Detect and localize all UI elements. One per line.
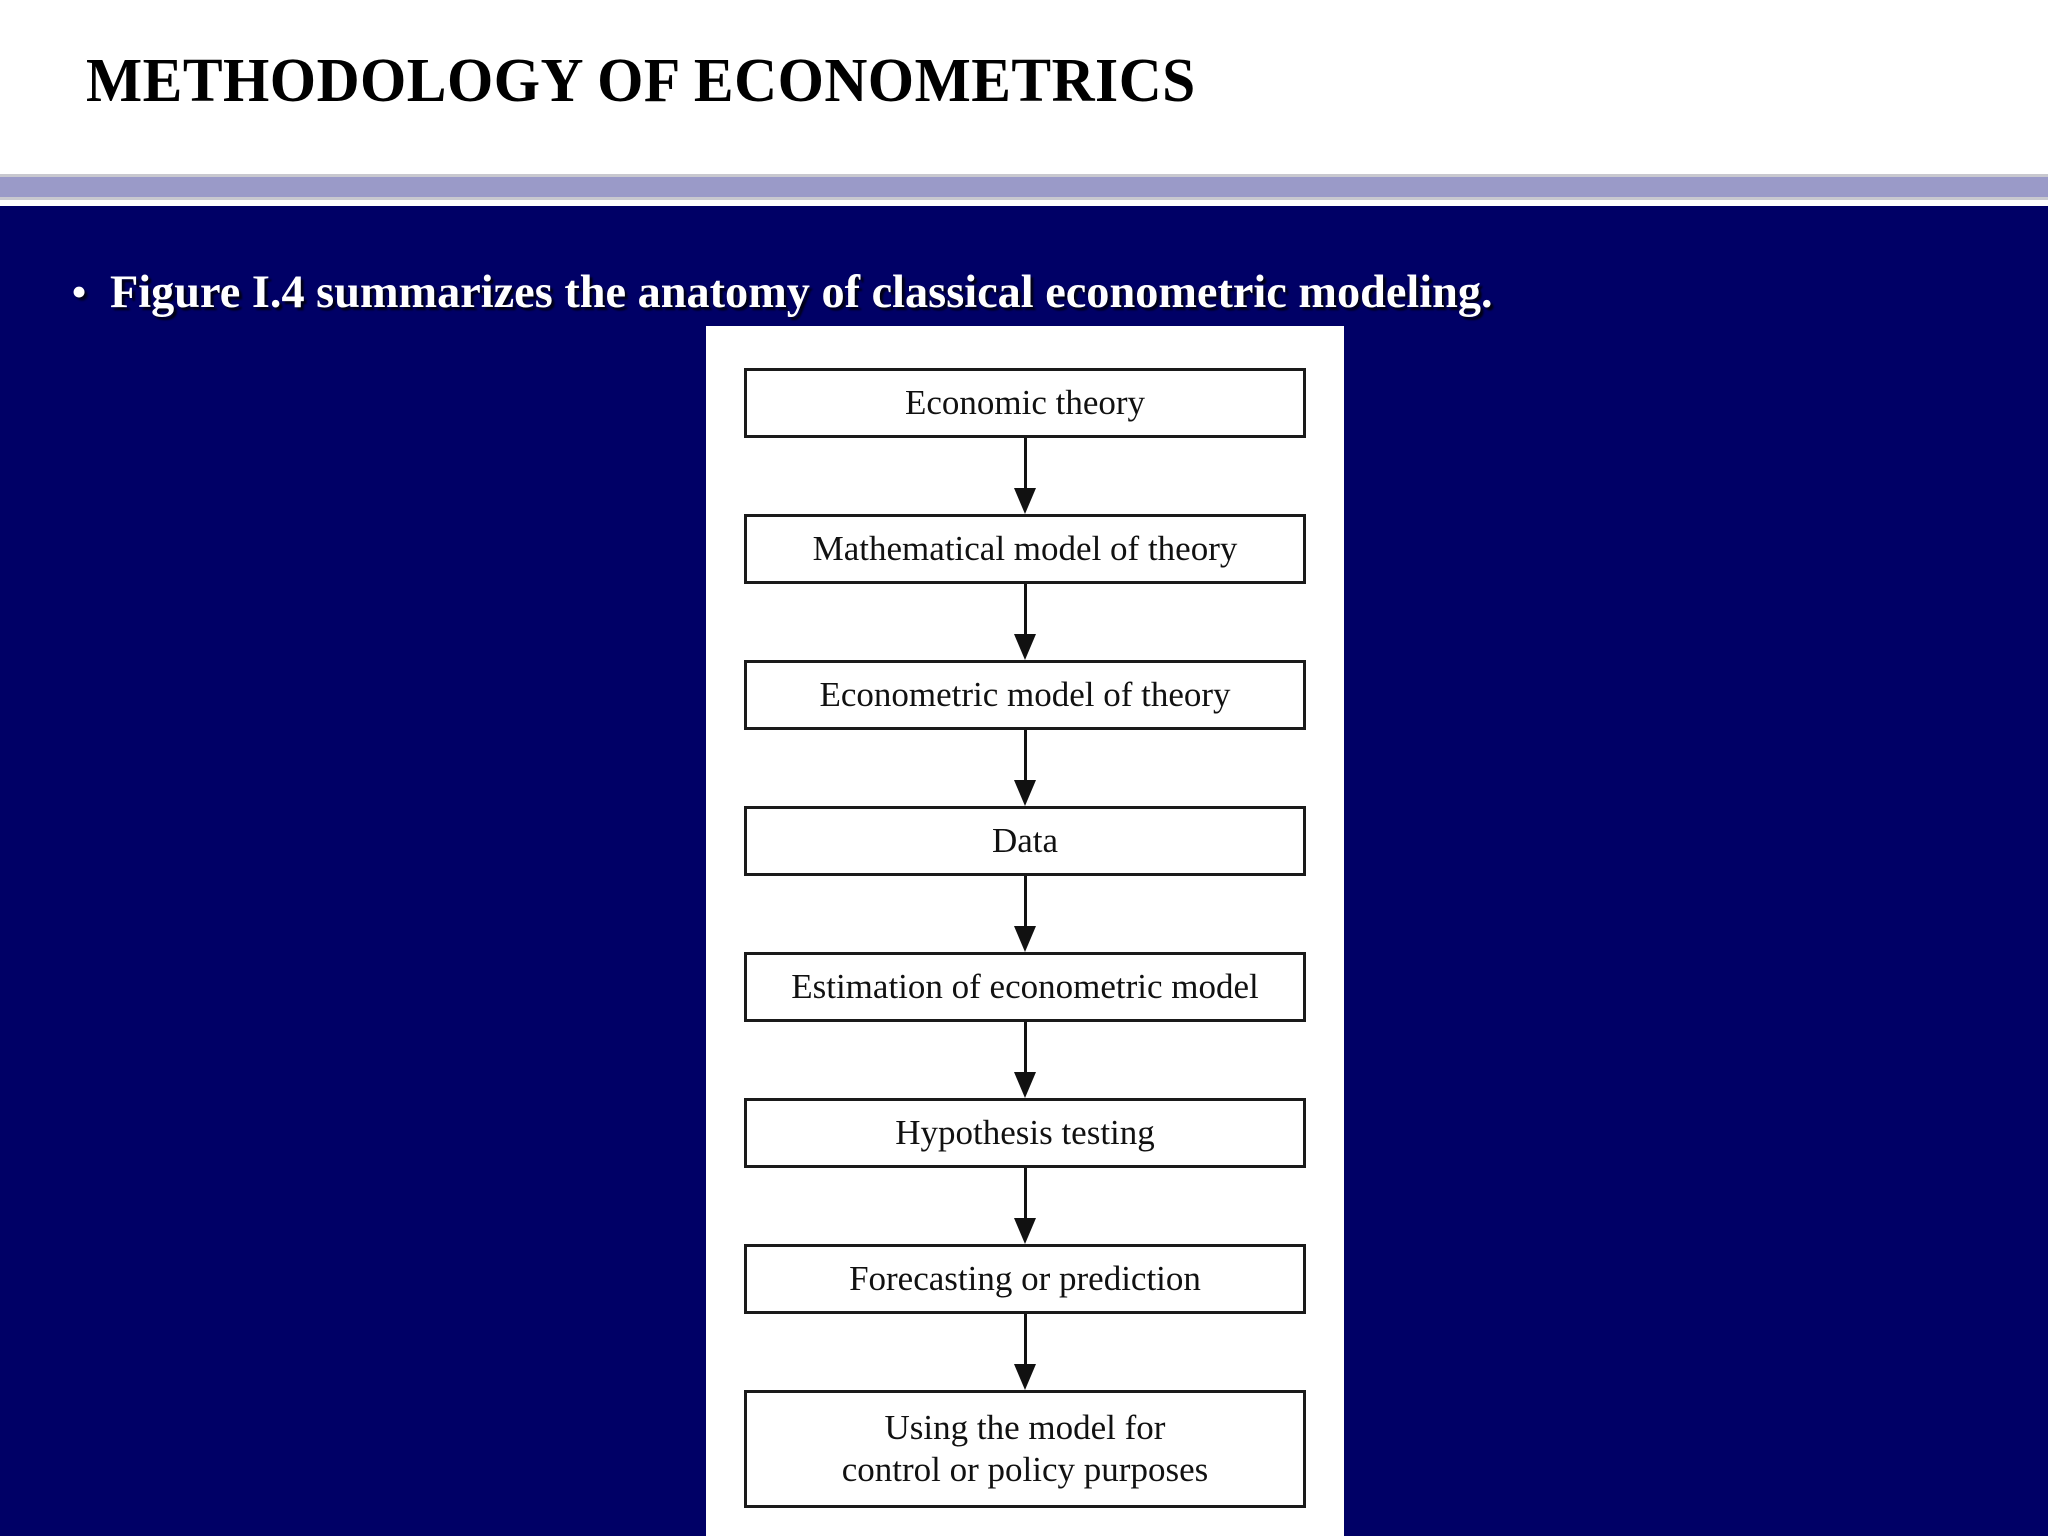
flowchart: Economic theory Mathematical model of th…	[744, 368, 1306, 1508]
flow-node-label: Hypothesis testing	[895, 1113, 1155, 1152]
flow-node-mathematical-model: Mathematical model of theory	[744, 514, 1306, 584]
arrow-stem	[1024, 1168, 1027, 1226]
arrow-stem	[1024, 1022, 1027, 1080]
flow-node-economic-theory: Economic theory	[744, 368, 1306, 438]
arrow-head-icon	[1014, 926, 1036, 952]
title-band: METHODOLOGY OF ECONOMETRICS	[0, 0, 2048, 176]
page-title: METHODOLOGY OF ECONOMETRICS	[86, 47, 1196, 115]
flow-node-label: Economic theory	[904, 383, 1146, 422]
bullet-marker-icon: •	[70, 266, 88, 317]
flow-arrow	[744, 1022, 1306, 1098]
arrow-head-icon	[1014, 1072, 1036, 1098]
flow-arrow	[744, 1314, 1306, 1390]
flow-node-using-the-model: Using the model for control or policy pu…	[744, 1390, 1306, 1508]
flow-node-estimation: Estimation of econometric model	[744, 952, 1306, 1022]
divider	[0, 174, 2048, 204]
arrow-stem	[1024, 876, 1027, 934]
bullet-text: Figure I.4 summarizes the anatomy of cla…	[110, 266, 1493, 318]
flow-node-econometric-model: Econometric model of theory	[744, 660, 1306, 730]
flow-node-label: Data	[991, 821, 1059, 860]
arrow-head-icon	[1014, 1218, 1036, 1244]
arrow-head-icon	[1014, 780, 1036, 806]
figure-panel: Economic theory Mathematical model of th…	[706, 326, 1344, 1536]
arrow-stem	[1024, 1314, 1027, 1372]
arrow-stem	[1024, 730, 1027, 788]
flow-arrow	[744, 730, 1306, 806]
arrow-stem	[1024, 438, 1027, 496]
flow-node-hypothesis-testing: Hypothesis testing	[744, 1098, 1306, 1168]
flow-arrow	[744, 438, 1306, 514]
arrow-stem	[1024, 584, 1027, 642]
flow-node-label: Econometric model of theory	[819, 675, 1231, 714]
bullet-item: • Figure I.4 summarizes the anatomy of c…	[0, 264, 2048, 320]
flow-node-label: Forecasting or prediction	[849, 1259, 1201, 1298]
divider-rule-top	[0, 174, 2048, 177]
flow-node-label: Estimation of econometric model	[791, 967, 1259, 1006]
flow-arrow	[744, 876, 1306, 952]
flow-node-forecasting: Forecasting or prediction	[744, 1244, 1306, 1314]
flow-node-label: Using the model for control or policy pu…	[841, 1408, 1209, 1489]
arrow-head-icon	[1014, 1364, 1036, 1390]
divider-bar	[0, 177, 2048, 197]
flow-arrow	[744, 584, 1306, 660]
arrow-head-icon	[1014, 634, 1036, 660]
flow-node-data: Data	[744, 806, 1306, 876]
flow-arrow	[744, 1168, 1306, 1244]
flow-node-label: Mathematical model of theory	[812, 529, 1238, 568]
arrow-head-icon	[1014, 488, 1036, 514]
divider-rule-bottom	[0, 197, 2048, 200]
